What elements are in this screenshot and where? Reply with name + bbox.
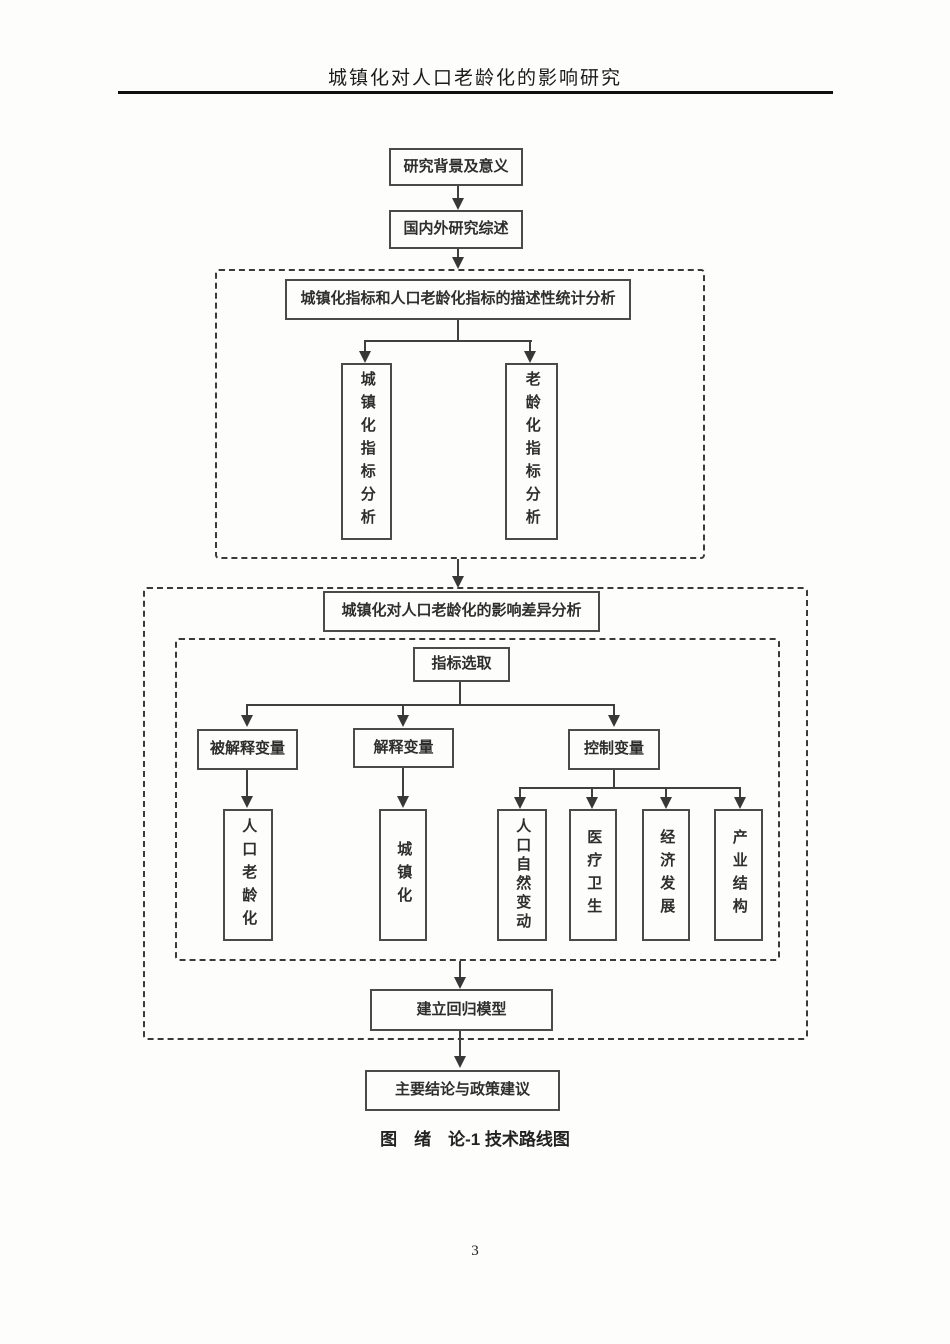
arrow-down-icon — [454, 977, 466, 989]
connector-line — [457, 186, 459, 198]
node-indicator-selection: 指标选取 — [413, 647, 510, 682]
vbox-urbanization: 城镇化 — [379, 809, 427, 941]
arrow-down-icon — [397, 715, 409, 727]
arrow-down-icon — [514, 797, 526, 809]
page-number: 3 — [471, 1243, 479, 1259]
vbox-urbanization-indicator-analysis: 城镇化指标分析 — [341, 363, 392, 540]
node-explanatory-variable: 解释变量 — [353, 728, 454, 768]
arrow-down-icon — [452, 198, 464, 210]
connector-line — [402, 705, 404, 715]
connector-line — [459, 682, 461, 706]
vbox-population-aging: 人口老龄化 — [223, 809, 273, 941]
arrow-down-icon — [241, 796, 253, 808]
vbox-industrial-structure: 产业结构 — [714, 809, 763, 941]
dashed-section-indicator — [175, 638, 780, 961]
connector-line — [457, 320, 459, 340]
arrow-down-icon — [359, 351, 371, 363]
connector-line — [591, 788, 593, 798]
node-research-background: 研究背景及意义 — [389, 148, 523, 186]
connector-line — [739, 788, 741, 798]
node-dependent-variable: 被解释变量 — [197, 729, 298, 770]
node-control-variable: 控制变量 — [568, 729, 660, 770]
connector-line — [402, 768, 404, 796]
arrow-down-icon — [608, 715, 620, 727]
connector-line — [364, 340, 366, 352]
arrow-down-icon — [454, 1056, 466, 1068]
connector-line — [246, 705, 248, 715]
connector-line — [519, 788, 521, 798]
node-conclusion: 主要结论与政策建议 — [365, 1070, 560, 1111]
header-title: 城镇化对人口老龄化的影响研究 — [327, 68, 622, 89]
dashed-section-descriptive — [215, 269, 705, 559]
connector-line — [613, 705, 615, 715]
connector-line — [459, 961, 461, 977]
arrow-down-icon — [734, 797, 746, 809]
node-literature-review: 国内外研究综述 — [389, 210, 523, 249]
vbox-economic-development: 经济发展 — [642, 809, 690, 941]
arrow-down-icon — [397, 796, 409, 808]
arrow-down-icon — [586, 797, 598, 809]
vbox-natural-population-change: 人口自然变动 — [497, 809, 547, 941]
arrow-down-icon — [524, 351, 536, 363]
connector-line — [457, 559, 459, 576]
connector-line — [529, 340, 531, 352]
connector-line — [519, 787, 741, 789]
vbox-medical-health: 医疗卫生 — [569, 809, 617, 941]
header-rule — [118, 91, 833, 94]
node-difference-title: 城镇化对人口老龄化的影响差异分析 — [323, 591, 600, 632]
arrow-down-icon — [660, 797, 672, 809]
connector-line — [457, 249, 459, 257]
node-descriptive-title: 城镇化指标和人口老龄化指标的描述性统计分析 — [285, 279, 631, 320]
figure-caption: 图 绪 论-1 技术路线图 — [380, 1130, 570, 1149]
connector-line — [246, 770, 248, 796]
connector-line — [364, 340, 532, 342]
arrow-down-icon — [452, 257, 464, 269]
connector-line — [246, 704, 615, 706]
arrow-down-icon — [241, 715, 253, 727]
dashed-section-difference — [143, 587, 808, 1040]
vbox-aging-indicator-analysis: 老龄化指标分析 — [505, 363, 558, 540]
connector-line — [665, 788, 667, 798]
arrow-down-icon — [452, 576, 464, 588]
connector-line — [459, 1031, 461, 1056]
node-regression-model: 建立回归模型 — [370, 989, 553, 1031]
connector-line — [613, 770, 615, 789]
